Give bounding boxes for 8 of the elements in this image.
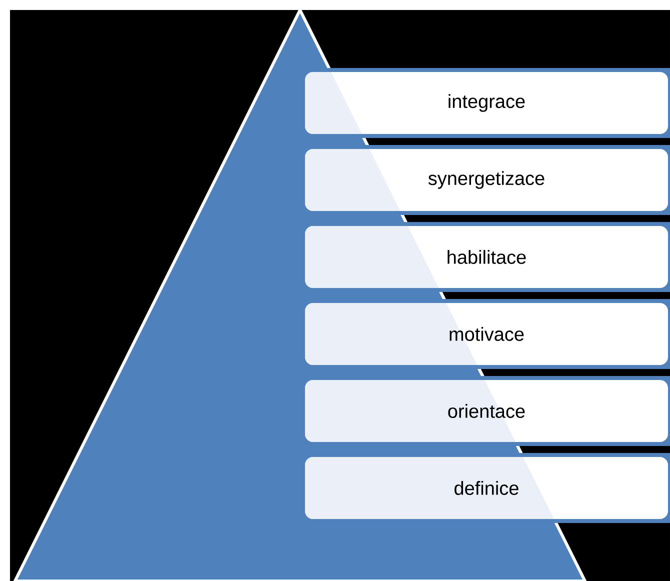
label-box: habilitace xyxy=(302,222,670,292)
label-box: motivace xyxy=(302,299,670,369)
node-label: definice xyxy=(454,481,518,495)
node-label: orientace xyxy=(448,404,525,418)
label-box: orientace xyxy=(302,376,670,446)
label-box: definice xyxy=(302,453,670,523)
label-box: synergetizace xyxy=(302,145,670,215)
label-box: integrace xyxy=(302,68,670,138)
